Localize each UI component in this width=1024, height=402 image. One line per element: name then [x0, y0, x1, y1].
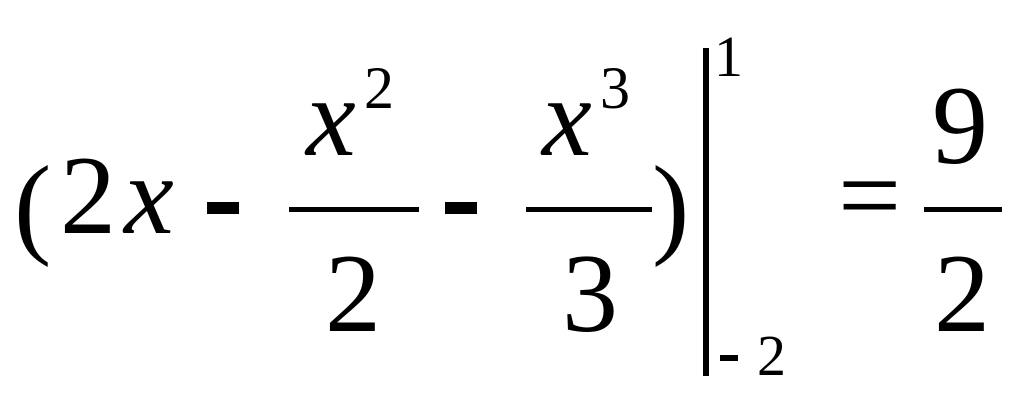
- result-denominator: 2: [934, 232, 990, 356]
- frac1-denominator: 2: [325, 232, 381, 356]
- coefficient: 2: [60, 134, 116, 258]
- result-numerator: 9: [932, 64, 988, 188]
- equals-sign: =: [838, 134, 902, 258]
- frac2-bar: [526, 207, 652, 212]
- evaluation-bar: [703, 48, 709, 376]
- upper-limit: 1: [714, 24, 743, 89]
- frac2-denominator: 3: [562, 232, 618, 356]
- frac2-numerator-exponent: 3: [600, 55, 630, 121]
- minus-sign-2: [445, 202, 477, 214]
- frac2-numerator-base: x: [542, 56, 592, 180]
- frac1-numerator-base: x: [306, 56, 356, 180]
- lower-limit-value: 2: [757, 323, 786, 388]
- lower-limit-minus: [720, 355, 738, 361]
- frac1-bar: [289, 207, 419, 212]
- result-bar: [924, 207, 1002, 212]
- frac1-numerator-exponent: 2: [364, 55, 394, 121]
- close-paren: ): [652, 144, 690, 268]
- open-paren: (: [14, 144, 52, 268]
- minus-sign-1: [207, 202, 239, 214]
- variable-x: x: [124, 134, 174, 258]
